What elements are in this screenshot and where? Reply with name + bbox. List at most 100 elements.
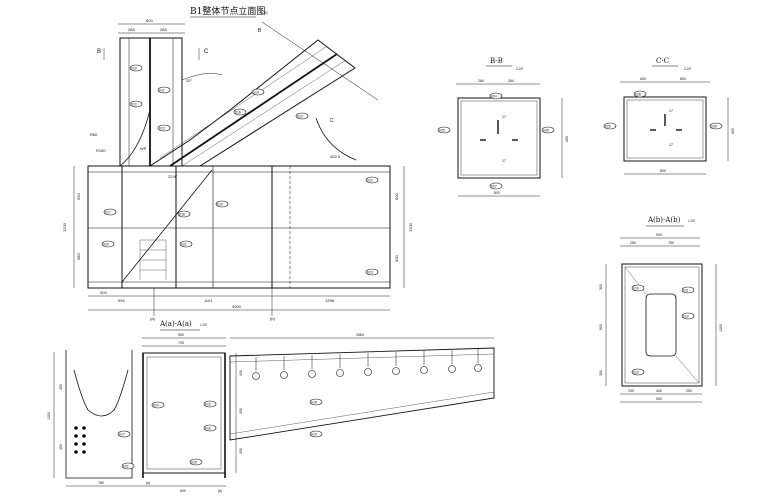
part-bubble-label: 023 xyxy=(367,271,373,275)
bolt xyxy=(74,450,78,454)
section-aa-scale: 1:20 xyxy=(200,323,207,327)
part-bubble-label: 024 xyxy=(491,95,497,99)
part-bubble-label: 015 xyxy=(205,403,211,407)
beam-hole xyxy=(336,369,344,377)
label-r150: R150 xyxy=(96,148,106,153)
section-cc-title: C-C xyxy=(656,57,669,65)
label-r60: R60 xyxy=(90,132,98,137)
label-wp: WP xyxy=(140,146,147,151)
dim-top-600: 600 xyxy=(146,18,153,23)
part-bubble xyxy=(681,312,695,320)
aa-box-inner xyxy=(146,356,222,470)
beam-hole xyxy=(448,365,456,373)
beam-hole xyxy=(280,371,288,379)
axis-label-b: (b) xyxy=(270,316,276,321)
bb-dim-side: 284 xyxy=(565,136,569,142)
part-bubble xyxy=(101,240,115,248)
bb-dim-800: 800 xyxy=(494,191,500,195)
dim-left-580: 580 xyxy=(76,253,81,260)
diagonal-brace-inner-2 xyxy=(181,59,347,167)
cc-inner-17b: 17 xyxy=(669,143,673,147)
main-elevation: B1整体节点立面图 1:20 600 284 284 B C C B 20° 2… xyxy=(62,5,413,321)
part-bubble-label: 016 xyxy=(235,111,241,115)
bolt-group xyxy=(74,426,86,454)
diagonal-brace-outline xyxy=(148,39,356,167)
part-bubble xyxy=(129,64,143,72)
beam-holes xyxy=(252,349,482,380)
part-bubble-label: 012 xyxy=(131,103,137,107)
part-bubble-label: 013 xyxy=(159,127,165,131)
part-bubble-label: 021 xyxy=(123,465,129,469)
part-bubble xyxy=(709,122,723,130)
dim-left-590: 590 xyxy=(76,193,81,200)
part-bubble-label: 010 xyxy=(633,287,639,291)
part-bubble xyxy=(603,122,617,130)
angle-label-22: 22.6° xyxy=(168,174,178,179)
cc-inner-17a: 17 xyxy=(669,109,673,113)
part-bubble xyxy=(489,182,503,190)
dim-bottom-1101: 1101 xyxy=(204,298,213,303)
dim-bottom-994: 994 xyxy=(118,298,125,303)
part-bubble-label: 020 xyxy=(191,461,197,465)
part-bubble xyxy=(103,208,117,216)
part-bubble-label: 025 xyxy=(439,129,445,133)
part-bubble xyxy=(541,126,555,134)
part-bubble xyxy=(203,400,217,408)
part-bubble-label: 015 xyxy=(297,115,303,119)
horizontal-beam-outline xyxy=(87,165,391,289)
section-bb-title: B-B xyxy=(490,57,503,65)
section-mark-c-brace: C xyxy=(330,118,334,124)
axis-label-a: (a) xyxy=(150,316,156,321)
beam-hole xyxy=(420,366,428,374)
column-fillet-arc xyxy=(119,109,151,167)
ab-dim-250: 250 xyxy=(630,241,636,245)
ab-dim-left-600: 600 xyxy=(599,324,603,330)
ab-dim-b-400: 400 xyxy=(656,389,662,393)
part-bubble xyxy=(251,88,265,96)
part-bubble-label: 014 xyxy=(153,404,159,408)
aa-dim-900: 900 xyxy=(178,333,184,337)
part-bubble-label: 016 xyxy=(205,427,211,431)
bb-dim-284: 284 xyxy=(478,79,484,83)
part-bubble xyxy=(295,112,309,120)
angle-label-20: 20° xyxy=(186,78,192,83)
part-bubble-label: 021 xyxy=(181,243,187,247)
part-bubble xyxy=(633,90,647,98)
beam-internal-diagonal xyxy=(121,169,213,283)
bb-inner-17b: 17 xyxy=(502,159,506,163)
part-bubble-label: 019 xyxy=(311,433,317,437)
beam-hole xyxy=(252,372,260,380)
dim-bottom-3000: 3000 xyxy=(232,304,242,309)
section-ab-scale: 1:20 xyxy=(688,219,695,223)
part-bubble xyxy=(121,462,135,470)
dim-452: 452.5 xyxy=(330,154,341,159)
part-bubble xyxy=(151,401,165,409)
aa-beam-top-flange xyxy=(229,353,495,363)
vertical-column-outline xyxy=(119,37,183,167)
cc-dim-800-top: 800 xyxy=(680,77,686,81)
aa-beam-bottom-flange xyxy=(229,391,495,435)
cc-dim-600: 600 xyxy=(640,77,646,81)
bolt xyxy=(74,442,78,446)
aa-dim-right-450b: 450 xyxy=(239,408,243,414)
aa-dim-780: 780 xyxy=(98,481,104,485)
part-bubble xyxy=(157,124,171,132)
part-bubble xyxy=(631,284,645,292)
ab-dim-b-900: 900 xyxy=(656,397,662,401)
brace-fillet-arc xyxy=(315,117,357,161)
cc-dim-800: 800 xyxy=(660,169,666,173)
ab-dim-b-250b: 250 xyxy=(686,389,692,393)
part-bubble-label: 028 xyxy=(635,93,641,97)
part-bubble-label: 018 xyxy=(311,401,317,405)
part-bubble-label: 022 xyxy=(367,179,373,183)
aa-dim-left-450b: 450 xyxy=(59,444,63,450)
part-bubble-label: 029 xyxy=(605,125,611,129)
aa-dim-right-450a: 450 xyxy=(239,370,243,376)
cc-dim-side: 800 xyxy=(731,128,735,134)
aa-dim-700: 700 xyxy=(178,341,184,345)
section-cc: C-C 1:20 600 800 17 17 800 800 028 029 0… xyxy=(603,57,735,175)
part-bubble xyxy=(117,430,131,438)
section-ab-title: A(b)-A(b) xyxy=(647,216,681,224)
dim-top-284a: 284 xyxy=(128,27,135,32)
